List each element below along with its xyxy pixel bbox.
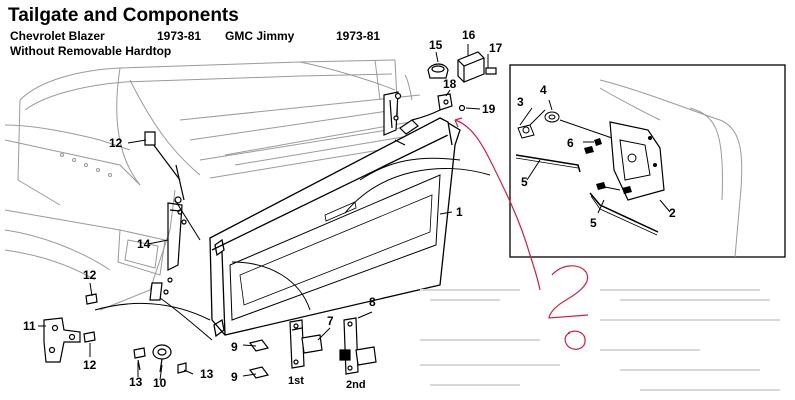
callout-5b: 5	[590, 216, 597, 230]
callout-7: 7	[327, 314, 334, 328]
callout-9a: 9	[231, 340, 238, 354]
tailgate-panel	[209, 117, 461, 338]
callout-12c: 12	[83, 358, 97, 372]
handwritten-annotation	[454, 117, 589, 350]
callout-6: 6	[567, 136, 574, 150]
vehicle-years-2: 1973-81	[336, 29, 381, 43]
vehicle-make-1: Chevrolet Blazer	[10, 29, 105, 43]
callout-12a: 12	[109, 136, 123, 150]
callout-4: 4	[540, 83, 547, 97]
leader-lines	[38, 44, 671, 381]
callout-16: 16	[462, 28, 476, 42]
latch-detail-inset	[509, 64, 786, 258]
callout-14: 14	[137, 237, 151, 251]
latch-variant-second: 2nd	[346, 379, 366, 391]
callout-3: 3	[517, 95, 524, 109]
callout-17: 17	[489, 41, 503, 55]
callout-13b: 13	[200, 367, 214, 381]
callout-11: 11	[23, 319, 36, 333]
left-strap-parts	[144, 131, 187, 301]
callout-8: 8	[369, 295, 376, 309]
diagram-title: Tailgate and Components	[8, 5, 239, 26]
callout-15: 15	[429, 38, 443, 52]
callout-13a: 13	[129, 375, 143, 389]
callout-5a: 5	[521, 175, 528, 189]
lower-hardware	[43, 293, 377, 379]
vehicle-make-2: GMC Jimmy	[225, 29, 295, 43]
callout-12b: 12	[83, 268, 97, 282]
callout-9b: 9	[231, 370, 238, 384]
callout-19: 19	[482, 102, 496, 116]
callout-18: 18	[443, 77, 457, 91]
latch-variant-first: 1st	[288, 375, 304, 387]
callout-2: 2	[669, 206, 676, 220]
vehicle-years-1: 1973-81	[157, 29, 202, 43]
vehicle-note: Without Removable Hardtop	[10, 44, 172, 58]
callout-1: 1	[456, 205, 463, 219]
link-curves	[94, 157, 491, 341]
scan-smudges	[420, 289, 780, 391]
callout-10: 10	[153, 376, 167, 390]
right-hinge-parts	[383, 51, 497, 146]
